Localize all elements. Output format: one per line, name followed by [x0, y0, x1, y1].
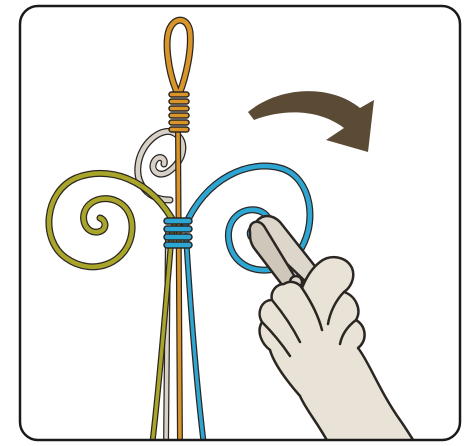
instruction-illustration-panel	[0, 0, 471, 446]
